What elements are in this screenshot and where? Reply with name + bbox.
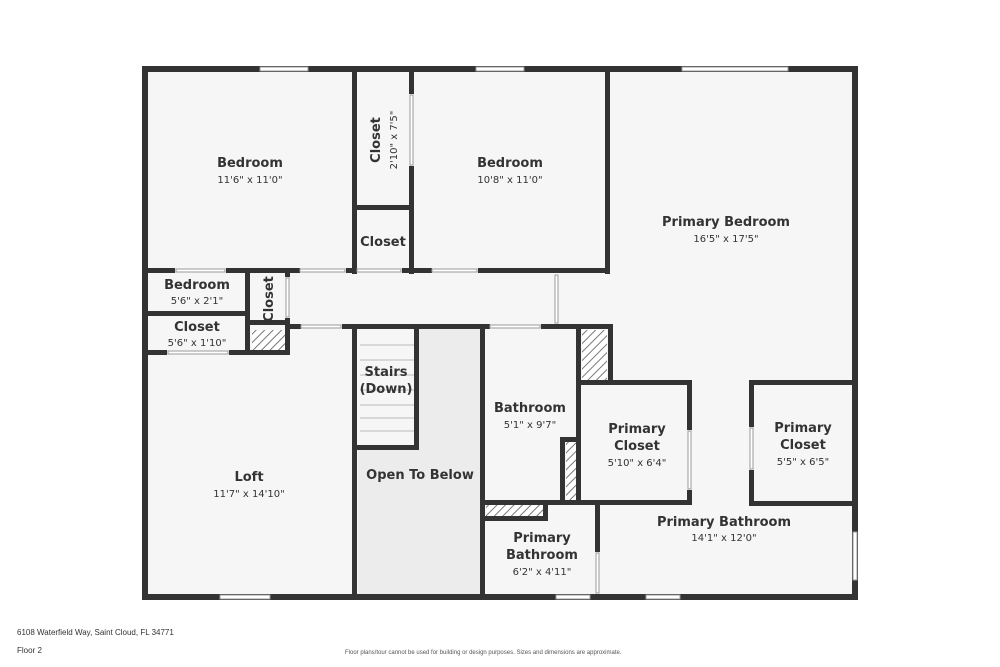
room-dim-primary-closet-1: 5'10" x 6'4" <box>608 458 667 469</box>
hatched-shaft <box>566 442 577 500</box>
room-dim-closet-3: 5'6" x 1'10" <box>168 338 227 349</box>
room-name-closet-3: Closet <box>174 320 220 335</box>
room-name-bathroom: Bathroom <box>494 401 566 416</box>
disclaimer-text: Floor plans/tour cannot be used for buil… <box>345 650 622 656</box>
room-name-closet-vertical: Closet <box>262 276 277 322</box>
hatched-shaft <box>582 330 607 380</box>
room-name-bedroom-2: Bedroom <box>477 156 543 171</box>
room-dim-bedroom-1: 11'6" x 11'0" <box>217 175 282 186</box>
room-name-open-to-below: Open To Below <box>366 468 474 483</box>
windows <box>219 66 858 600</box>
room-dim-bedroom-small: 5'6" x 2'1" <box>171 296 223 307</box>
floor-label: Floor 2 <box>17 646 42 655</box>
room-name-primary-bathroom-small-line2: Bathroom <box>506 548 578 563</box>
room-name-primary-bathroom-small-line1: Primary <box>513 531 571 546</box>
room-dim-loft: 11'7" x 14'10" <box>213 489 285 500</box>
hatched-shaft <box>486 505 544 517</box>
stairs-label-line2: (Down) <box>360 382 413 397</box>
room-dim-bathroom: 5'1" x 9'7" <box>504 420 556 431</box>
room-name-bedroom-small: Bedroom <box>164 278 230 293</box>
room-dim-primary-closet-2: 5'5" x 6'5" <box>777 457 829 468</box>
room-name-primary-bathroom-large: Primary Bathroom <box>657 515 791 530</box>
open-to-below-area <box>418 328 482 450</box>
stairs-label-line1: Stairs <box>365 365 408 380</box>
door-openings <box>167 94 754 594</box>
stairs-treads <box>360 344 414 432</box>
room-name-closet-2: Closet <box>360 235 406 250</box>
room-name-primary-closet-1-line2: Closet <box>614 439 660 454</box>
room-name-loft: Loft <box>234 470 263 485</box>
room-name-primary-closet-2-line2: Closet <box>780 438 826 453</box>
room-dim-primary-bathroom-large: 14'1" x 12'0" <box>691 533 756 544</box>
hatched-shaft <box>252 330 287 352</box>
room-dim-closet-1: 2'10" x 7'5" <box>389 111 400 170</box>
floor-plan: Bedroom 11'6" x 11'0" Closet 2'10" x 7'5… <box>142 66 858 600</box>
room-name-primary-bedroom: Primary Bedroom <box>662 215 790 230</box>
room-dim-primary-bathroom-small: 6'2" x 4'11" <box>513 567 572 578</box>
room-dim-primary-bedroom: 16'5" x 17'5" <box>693 234 758 245</box>
room-name-primary-closet-2-line1: Primary <box>774 421 832 436</box>
room-name-closet-1: Closet <box>369 117 384 163</box>
open-to-below-area <box>358 448 482 596</box>
room-name-bedroom-1: Bedroom <box>217 156 283 171</box>
room-name-primary-closet-1-line1: Primary <box>608 422 666 437</box>
address-text: 6108 Waterfield Way, Saint Cloud, FL 347… <box>17 628 174 637</box>
room-dim-bedroom-2: 10'8" x 11'0" <box>477 175 542 186</box>
